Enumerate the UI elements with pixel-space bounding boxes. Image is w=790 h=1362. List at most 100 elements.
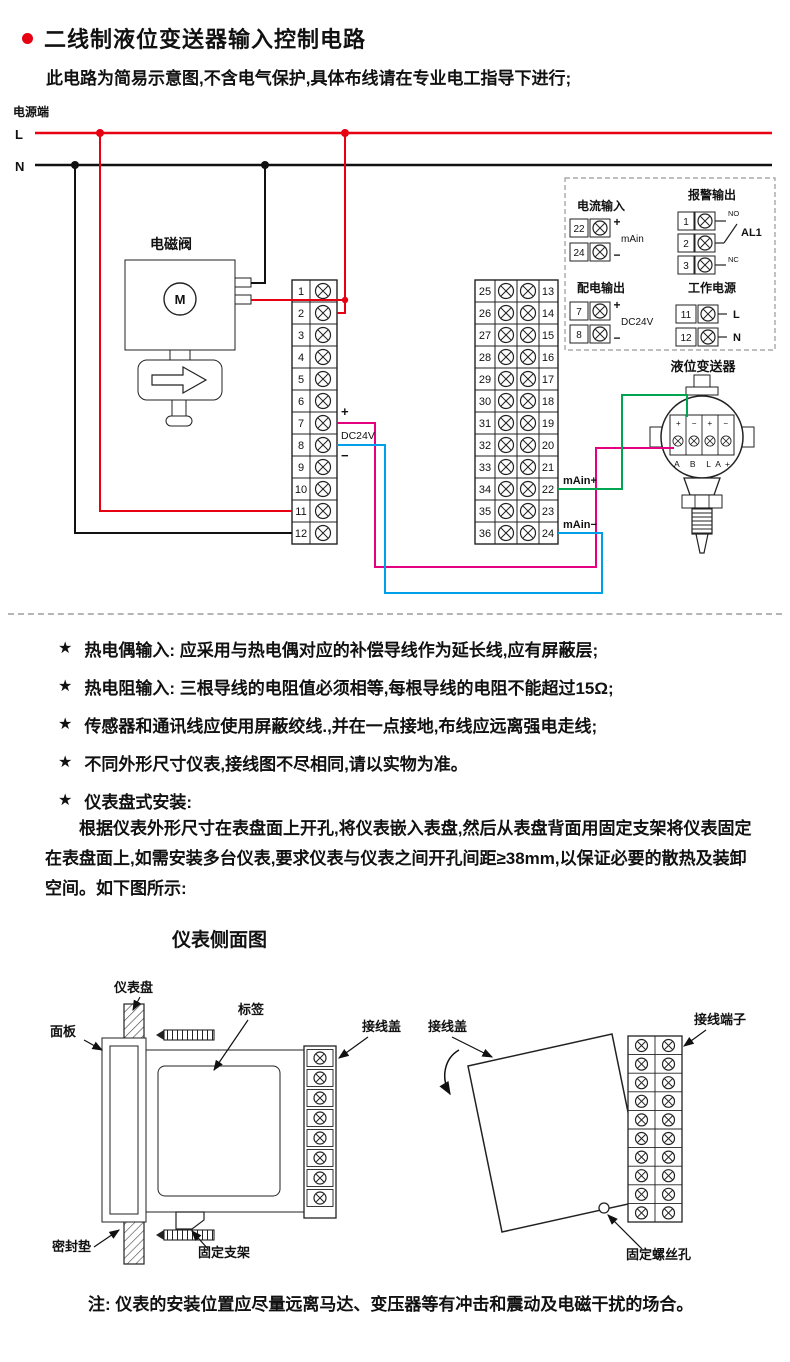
terminal-screw-icon — [314, 458, 332, 476]
page-subtitle: 此电路为简易示意图,不含电气保护,具体布线请在专业电工指导下进行; — [46, 69, 572, 88]
svg-text:3: 3 — [683, 261, 689, 272]
svg-text:−: − — [613, 248, 620, 262]
terminal-screw-icon — [519, 392, 537, 410]
svg-text:−: − — [613, 331, 620, 345]
svg-text:18: 18 — [542, 396, 554, 408]
terminal-screw-icon — [634, 1169, 649, 1183]
rotate-arrow-icon — [439, 1049, 460, 1096]
terminal-screw-icon — [314, 370, 332, 388]
io-dashed-border — [564, 177, 776, 351]
terminal-screw-icon — [313, 1071, 327, 1085]
terminal-screw-icon — [661, 1131, 676, 1146]
svg-text:14: 14 — [542, 308, 554, 320]
svg-text:配电输出: 配电输出 — [577, 280, 625, 295]
note-item: ★传感器和通讯线应使用屏蔽绞线.,并在一点接地,布线应远离强电走线; — [58, 705, 764, 743]
terminal-screw-icon — [314, 348, 332, 366]
pointer-arrow — [683, 1029, 707, 1047]
notes-list: ★热电偶输入: 应采用与热电偶对应的补偿导线作为延长线,应有屏蔽层; ★热电阻输… — [58, 629, 764, 819]
line-n-label: N — [15, 159, 24, 174]
svg-text:25: 25 — [479, 286, 491, 298]
svg-text:28: 28 — [479, 352, 491, 364]
label-sticker-area — [157, 1065, 281, 1197]
blue-wire — [337, 444, 603, 594]
pointer-arrow — [607, 1214, 643, 1250]
svg-text:30: 30 — [479, 396, 491, 408]
note-item: ★热电阻输入: 三根导线的电阻值必须相等,每根导线的电阻不能超过15Ω; — [58, 667, 764, 705]
svg-text:+: + — [341, 404, 349, 419]
page-title: 二线制液位变送器输入控制电路 — [44, 27, 367, 52]
svg-text:11: 11 — [295, 506, 306, 518]
svg-text:2: 2 — [298, 308, 304, 320]
svg-text:11: 11 — [681, 310, 692, 321]
terminal-screw-icon — [313, 1111, 327, 1125]
motor-circle-icon — [163, 282, 197, 316]
wires — [35, 129, 772, 594]
terminal-screw-icon — [497, 326, 515, 344]
svg-text:4: 4 — [298, 352, 304, 364]
terminal-screw-icon — [497, 524, 515, 542]
terminal-screw-icon — [313, 1191, 327, 1205]
terminal-screw-icon — [700, 306, 716, 322]
svg-text:mAin+: mAin+ — [563, 475, 597, 487]
valve-terminal-tab — [234, 277, 252, 288]
side-view-title: 仪表侧面图 — [172, 930, 268, 951]
pointer-arrow — [93, 1229, 120, 1248]
terminal-screw-icon — [592, 220, 608, 236]
probe-tip — [695, 533, 709, 554]
terminal-screw-icon — [497, 304, 515, 322]
terminal-screw-icon — [634, 1187, 649, 1201]
power-labels: 电源端 L N — [13, 104, 49, 174]
terminal-screw-icon — [661, 1038, 676, 1053]
svg-text:2: 2 — [683, 239, 689, 250]
terminal-screw-icon — [314, 304, 332, 322]
solenoid-label: 电磁阀 — [150, 236, 192, 252]
terminal-screw-icon — [661, 1076, 676, 1090]
io-box: 电流输入 22 + mAin 24 − 配电输出 7 + DC24V 8 − — [564, 177, 776, 351]
flow-arrow-icon — [151, 365, 208, 395]
svg-text:−: − — [341, 448, 349, 463]
junction-dot — [96, 129, 104, 137]
terminal-screw-icon — [497, 502, 515, 520]
svg-text:23: 23 — [542, 506, 554, 518]
svg-text:mAin−: mAin− — [563, 519, 597, 531]
terminal-screw-icon — [697, 257, 713, 273]
junction-dot — [71, 161, 79, 169]
terminal-screw-icon — [519, 304, 537, 322]
fixing-bracket — [175, 1211, 205, 1230]
svg-text:26: 26 — [479, 308, 491, 320]
threaded-stem — [691, 507, 713, 535]
terminal-screw-icon — [634, 1131, 649, 1146]
terminal-screw-icon — [497, 282, 515, 300]
terminal-screw-icon — [314, 392, 332, 410]
green-wire — [558, 394, 688, 490]
black-wire — [74, 165, 292, 534]
svg-text:8: 8 — [298, 440, 304, 452]
terminal-screw-icon — [313, 1171, 327, 1185]
terminal-screw-icon — [661, 1206, 676, 1220]
terminal-screw-icon — [519, 502, 537, 520]
svg-text:19: 19 — [542, 418, 554, 430]
svg-text:12: 12 — [295, 528, 307, 540]
terminal-screw-icon — [634, 1150, 649, 1164]
transmitter-ear — [649, 426, 663, 448]
svg-text:24: 24 — [542, 528, 554, 540]
svg-text:AL1: AL1 — [741, 227, 762, 239]
terminal-screw-icon — [592, 326, 608, 342]
terminal-screw-icon — [672, 435, 684, 447]
terminal-screw-icon — [497, 458, 515, 476]
pointer-arrow — [191, 1230, 209, 1250]
svg-text:34: 34 — [479, 484, 491, 496]
svg-text:7: 7 — [298, 418, 304, 430]
svg-text:36: 36 — [479, 528, 491, 540]
svg-text:DC24V: DC24V — [621, 317, 654, 328]
terminal-screw-icon — [314, 282, 332, 300]
terminal-screw-icon — [592, 244, 608, 260]
terminal-screw-icon — [313, 1151, 327, 1165]
bracket-label: 固定支架 — [198, 1245, 250, 1260]
power-end-label: 电源端 — [13, 104, 49, 119]
transmitter-ear — [741, 426, 755, 448]
note-text: 不同外形尺寸仪表,接线图不尽相同,请以实物为准。 — [84, 754, 468, 774]
terminal-screw-icon — [661, 1187, 676, 1201]
